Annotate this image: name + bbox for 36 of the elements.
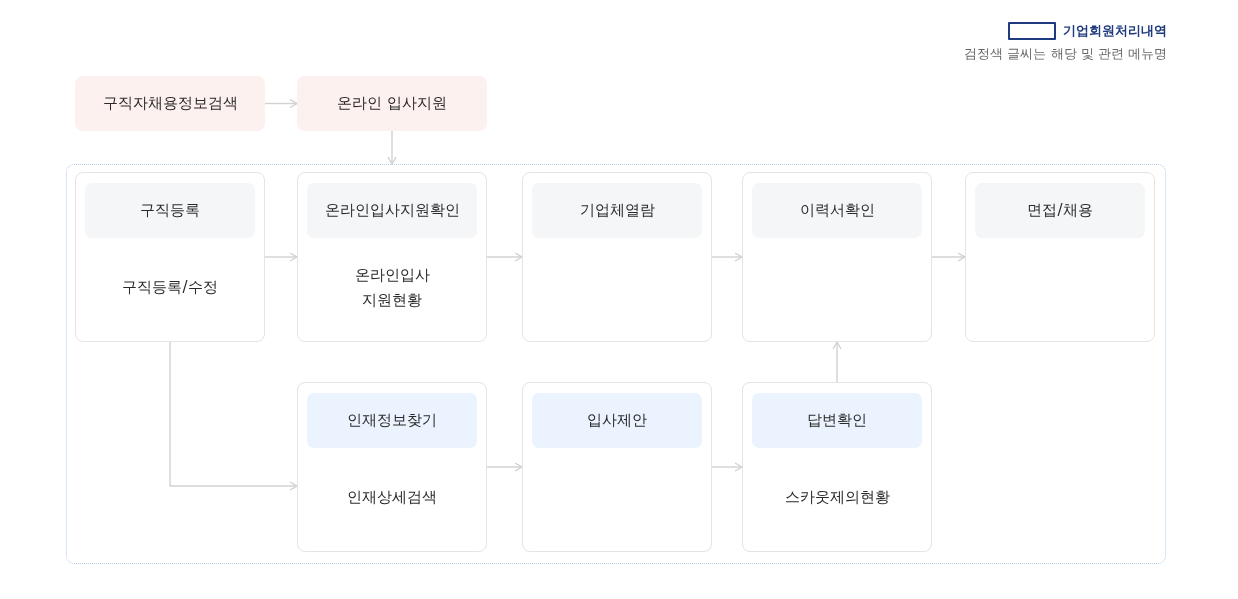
process-box xyxy=(297,76,487,131)
menu-text: 인재상세검색 xyxy=(347,487,437,508)
legend-text: 기업회원처리내역 xyxy=(1063,22,1167,40)
arrow xyxy=(486,252,523,262)
process-card xyxy=(522,172,712,342)
arrow xyxy=(169,341,298,491)
process-box xyxy=(75,76,265,131)
arrow xyxy=(264,252,298,262)
card-heading: 인재정보찾기 xyxy=(307,393,477,448)
note-text: 검정색 글씨는 해당 및 관련 메뉴명 xyxy=(964,45,1167,63)
arrow xyxy=(486,462,523,472)
card-heading: 입사제안 xyxy=(532,393,702,448)
process-card xyxy=(522,382,712,552)
arrow xyxy=(264,98,298,109)
menu-text: 온라인입사 지원현황 xyxy=(353,264,431,311)
arrow xyxy=(387,130,397,165)
card-heading: 구직등록 xyxy=(85,183,255,238)
process-card xyxy=(297,382,487,552)
arrow xyxy=(711,462,743,472)
step-label: 온라인 입사지원 xyxy=(337,94,447,113)
arrow xyxy=(832,341,842,383)
process-card xyxy=(742,172,932,342)
card-heading: 기업체열람 xyxy=(532,183,702,238)
card-heading: 면접/채용 xyxy=(975,183,1145,238)
process-card xyxy=(75,172,265,342)
process-card xyxy=(742,382,932,552)
process-card xyxy=(965,172,1155,342)
menu-text: 구직등록/수정 xyxy=(122,277,218,298)
card-heading: 이력서확인 xyxy=(752,183,922,238)
card-heading: 온라인입사지원확인 xyxy=(307,183,477,238)
process-card xyxy=(297,172,487,342)
card-heading: 답변확인 xyxy=(752,393,922,448)
menu-text: 스카웃제의현황 xyxy=(784,487,890,508)
arrow xyxy=(931,252,966,262)
arrow xyxy=(711,252,743,262)
step-label: 구직자채용정보검색 xyxy=(102,94,238,113)
